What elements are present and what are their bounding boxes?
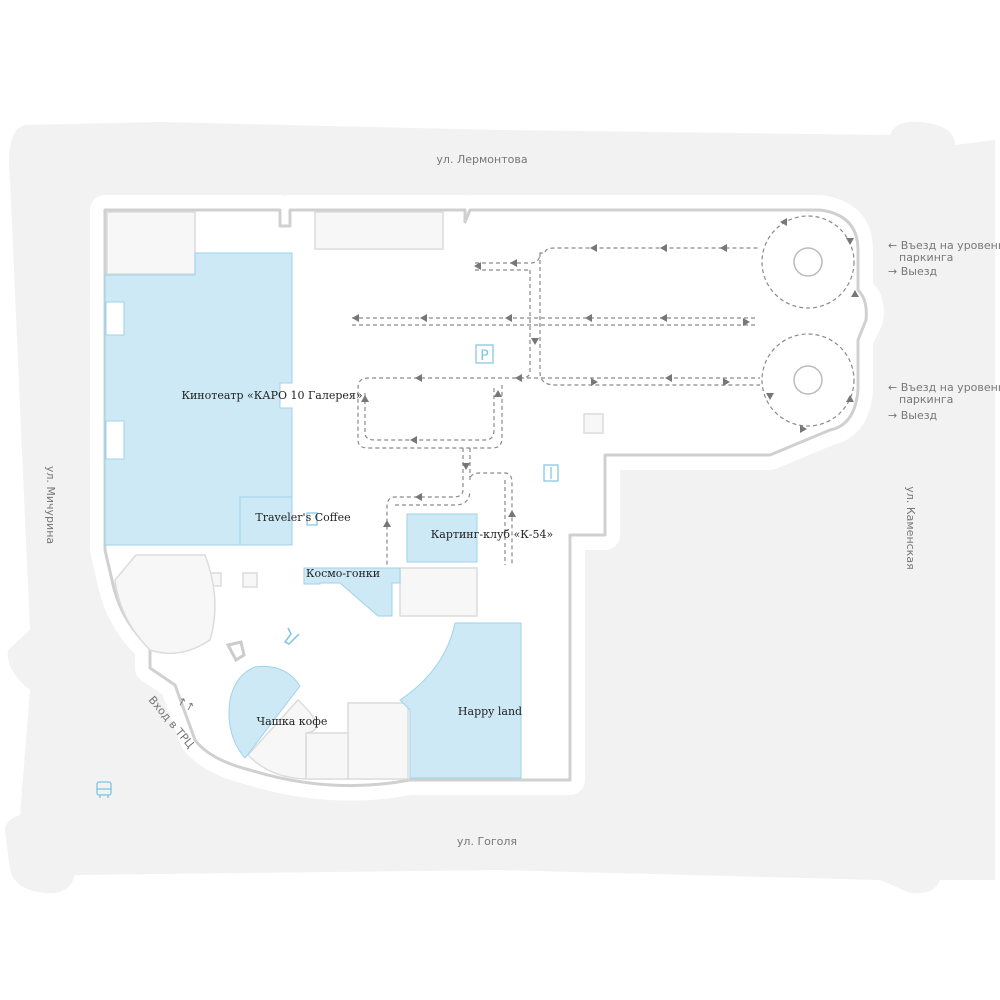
- shop-cinema[interactable]: [104, 252, 293, 546]
- block: [399, 567, 478, 617]
- toilet-icon: [543, 464, 559, 482]
- label-cinema[interactable]: Кинотеатр «КАРО 10 Галерея»: [181, 389, 362, 402]
- label-karting[interactable]: Картинг-клуб «К-54»: [431, 528, 553, 541]
- parking-entry-1b: паркинга: [899, 251, 953, 264]
- label-kosmo[interactable]: Космо-гонки: [306, 567, 380, 580]
- parking-exit-2: → Выезд: [888, 409, 938, 422]
- island: [225, 640, 246, 663]
- shop-chashka[interactable]: [228, 665, 301, 759]
- parking-lanes: [352, 215, 859, 565]
- street-bottom: ул. Гоголя: [457, 835, 517, 848]
- parking-exit-1: → Выезд: [888, 265, 938, 278]
- ramp-circle: [761, 333, 855, 427]
- parking-entry-2b: паркинга: [899, 393, 953, 406]
- parking-entry-2: ← Въезд на уровень: [888, 381, 1000, 394]
- building-outline: [103, 208, 868, 788]
- parking-icon: [475, 344, 494, 364]
- street-right: ул. Каменская: [904, 486, 917, 569]
- shop-karting[interactable]: [406, 513, 478, 563]
- label-happyland[interactable]: Happy land: [458, 705, 522, 718]
- street-left: ул. Мичурина: [44, 466, 57, 544]
- toilet-icon: [306, 512, 318, 526]
- bus-icon: [96, 781, 112, 798]
- shop-kosmo[interactable]: [303, 567, 401, 617]
- block: [305, 732, 349, 780]
- block: [347, 702, 409, 780]
- shop-happyland[interactable]: [399, 622, 522, 779]
- block: [242, 572, 258, 588]
- block: [246, 698, 317, 780]
- parking-icon-label: P: [480, 348, 488, 364]
- ramp-circle: [761, 215, 855, 309]
- street-top: ул. Лермонтова: [436, 153, 527, 166]
- shop-coffee[interactable]: [239, 496, 293, 546]
- block: [106, 211, 196, 275]
- block: [314, 211, 444, 250]
- block: [114, 554, 216, 655]
- block: [583, 413, 604, 434]
- label-chashka[interactable]: Чашка кофе: [257, 715, 328, 728]
- label-coffee[interactable]: Traveler's Coffee: [255, 511, 350, 524]
- escalator-icon: [283, 627, 300, 645]
- parking-entry-1: ← Въезд на уровень: [888, 239, 1000, 252]
